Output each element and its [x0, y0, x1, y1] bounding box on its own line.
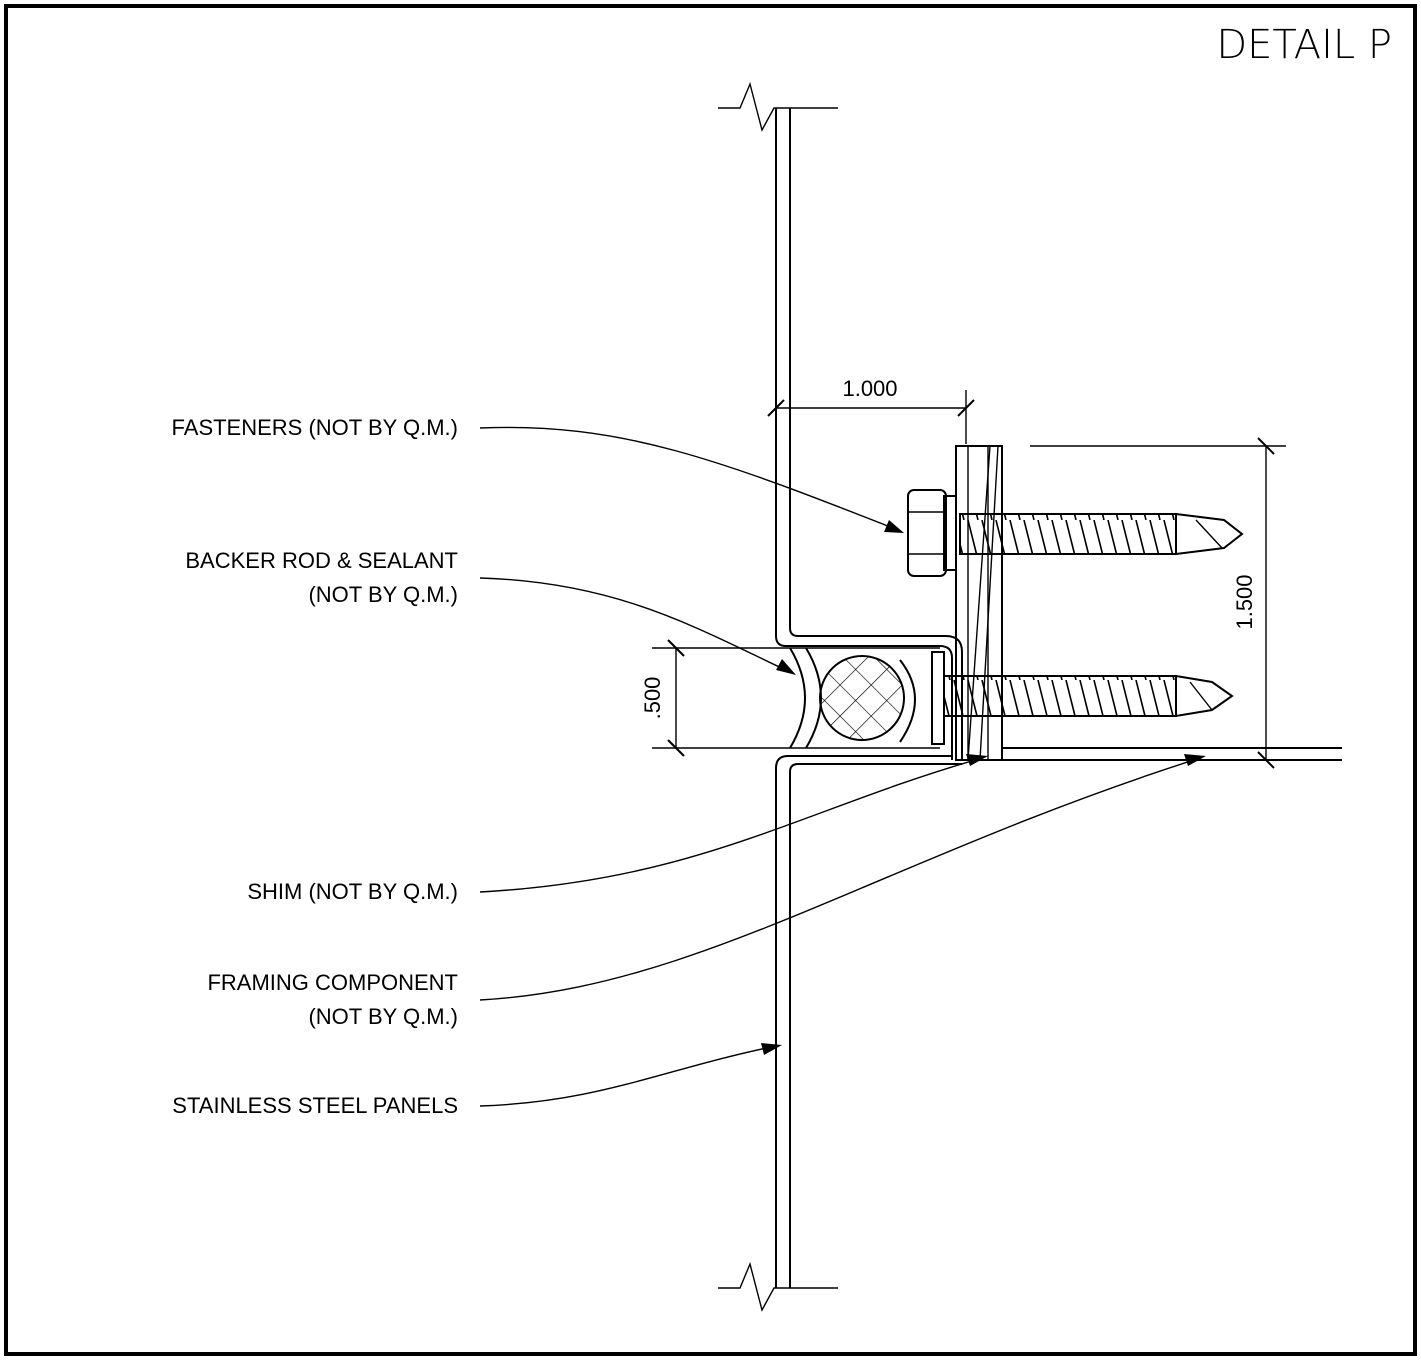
label-framing-line1: FRAMING COMPONENT [207, 970, 458, 995]
break-line-bottom [718, 1261, 838, 1312]
label-backer-rod-line1: BACKER ROD & SEALANT [185, 548, 458, 573]
fastener-lower [943, 674, 1234, 718]
callout-labels: FASTENERS (NOT BY Q.M.) BACKER ROD & SEA… [172, 415, 458, 1118]
label-backer-rod-line2: (NOT BY Q.M.) [308, 582, 458, 607]
label-framing-line2: (NOT BY Q.M.) [308, 1004, 458, 1029]
backer-rod [819, 651, 945, 745]
detail-title: DETAIL P [1216, 22, 1392, 68]
stainless-steel-panel [718, 81, 963, 1312]
label-shim: SHIM (NOT BY Q.M.) [247, 879, 458, 904]
dimension-joint-label: .500 [640, 677, 665, 720]
dimension-joint: .500 [640, 639, 790, 757]
dimension-width-label: 1.000 [842, 376, 897, 401]
leaders [479, 426, 1206, 1107]
dimension-width: 1.000 [767, 376, 975, 444]
label-fasteners: FASTENERS (NOT BY Q.M.) [172, 415, 458, 440]
sheet-border [4, 4, 1417, 1356]
dimension-height-label: 1.500 [1232, 574, 1257, 629]
dimension-height: 1.500 [1030, 437, 1286, 769]
fastener-upper [907, 489, 1244, 577]
break-line-top [718, 81, 838, 132]
label-panels: STAINLESS STEEL PANELS [172, 1093, 458, 1118]
